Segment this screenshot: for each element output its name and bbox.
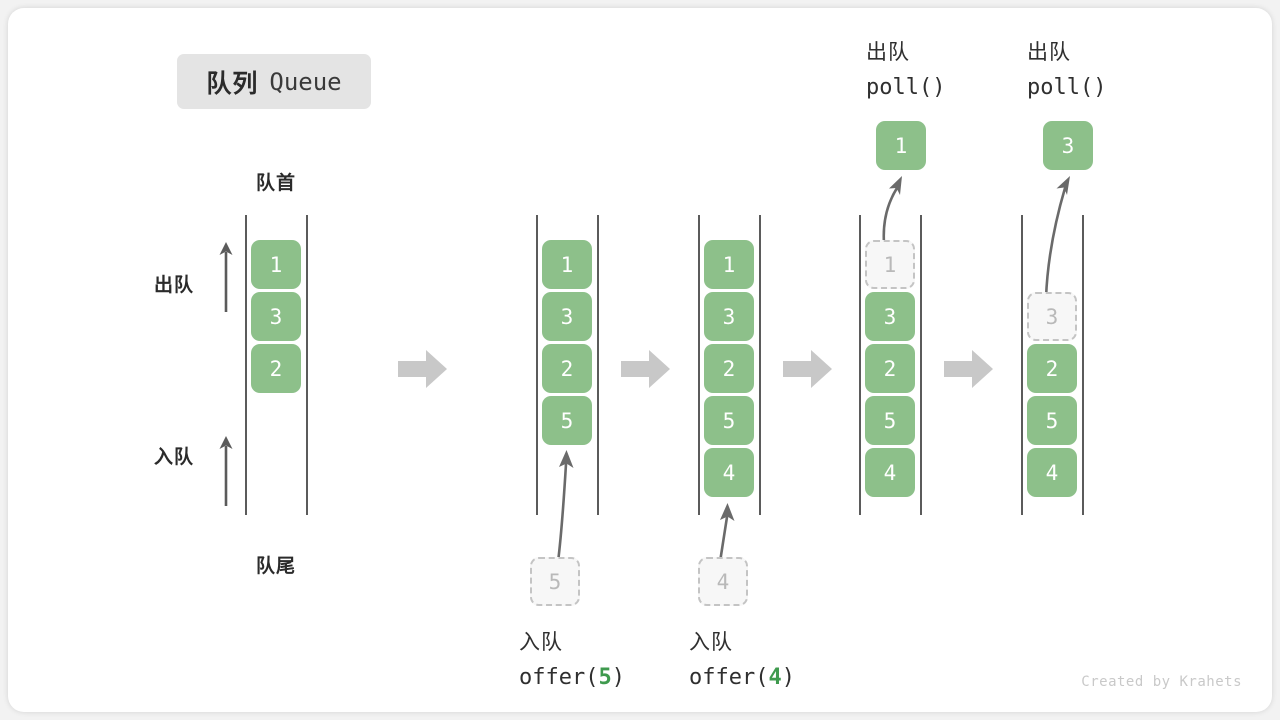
step-arrow-icon (944, 350, 993, 388)
queue-rail-right (306, 215, 308, 515)
popped-element: 3 (1043, 121, 1093, 170)
tail-label: 队尾 (255, 556, 296, 577)
step-arrow-icon (621, 350, 670, 388)
stage-caption-code: poll() (1027, 75, 1107, 100)
queue-element: 1 (704, 240, 754, 289)
title-badge: 队列 Queue (177, 54, 371, 109)
queue-element: 2 (1027, 344, 1077, 393)
enqueue-direction-arrow (219, 436, 233, 506)
title-english: Queue (269, 67, 342, 96)
queue-element-new: 5 (542, 396, 592, 445)
credit-text: Created by Krahets (1081, 674, 1242, 690)
stage-caption-poll3: 出队 poll() (1027, 36, 1106, 106)
popped-element: 1 (876, 121, 926, 170)
queue-element: 2 (251, 344, 301, 393)
queue-rail-right (1082, 215, 1084, 515)
queue-rail-right (759, 215, 761, 515)
ghost-element: 1 (865, 240, 915, 289)
queue-element: 3 (542, 292, 592, 341)
stage-caption-poll1: 出队 poll() (866, 36, 945, 106)
stage-caption-cn: 入队 (519, 631, 563, 654)
stage-caption-cn: 出队 (866, 41, 910, 64)
queue-element: 2 (542, 344, 592, 393)
queue-element: 4 (1027, 448, 1077, 497)
stage-caption-cn: 入队 (689, 631, 733, 654)
stage-caption-code: poll() (866, 75, 946, 100)
queue-element: 3 (251, 292, 301, 341)
queue-element: 2 (704, 344, 754, 393)
stage-caption-offer4: 入队 offer(4) (689, 626, 795, 696)
dequeue-side-label: 出队 (154, 275, 195, 296)
dequeue-motion-arrow (882, 176, 902, 245)
diagram-card: 队列 Queue 队首 队尾 出队 入队 1 3 2 1 3 2 5 5 入队 … (8, 8, 1272, 712)
queue-rail-right (920, 215, 922, 515)
queue-element: 1 (542, 240, 592, 289)
ghost-element: 4 (698, 557, 748, 606)
dequeue-direction-arrow (219, 242, 233, 312)
queue-element: 5 (865, 396, 915, 445)
enqueue-motion-arrow (718, 503, 735, 564)
queue-element: 3 (865, 292, 915, 341)
queue-element-new: 4 (704, 448, 754, 497)
queue-element: 1 (251, 240, 301, 289)
ghost-element: 5 (530, 557, 580, 606)
step-arrow-icon (398, 350, 447, 388)
queue-rail-left (698, 215, 700, 515)
stage-caption-code: offer(5) (519, 665, 625, 690)
queue-rail-left (859, 215, 861, 515)
queue-rail-right (597, 215, 599, 515)
queue-element: 5 (704, 396, 754, 445)
stage-caption-offer5: 入队 offer(5) (519, 626, 625, 696)
step-arrow-icon (783, 350, 832, 388)
enqueue-motion-arrow (556, 450, 574, 564)
queue-rail-left (536, 215, 538, 515)
stage-caption-cn: 出队 (1027, 41, 1071, 64)
head-label: 队首 (255, 173, 296, 194)
enqueue-side-label: 入队 (154, 447, 195, 468)
stage-caption-code: offer(4) (689, 665, 795, 690)
queue-element: 2 (865, 344, 915, 393)
queue-element: 3 (704, 292, 754, 341)
queue-element: 5 (1027, 396, 1077, 445)
queue-element: 4 (865, 448, 915, 497)
queue-rail-left (245, 215, 247, 515)
title-chinese: 队列 (206, 69, 259, 98)
ghost-element: 3 (1027, 292, 1077, 341)
queue-rail-left (1021, 215, 1023, 515)
